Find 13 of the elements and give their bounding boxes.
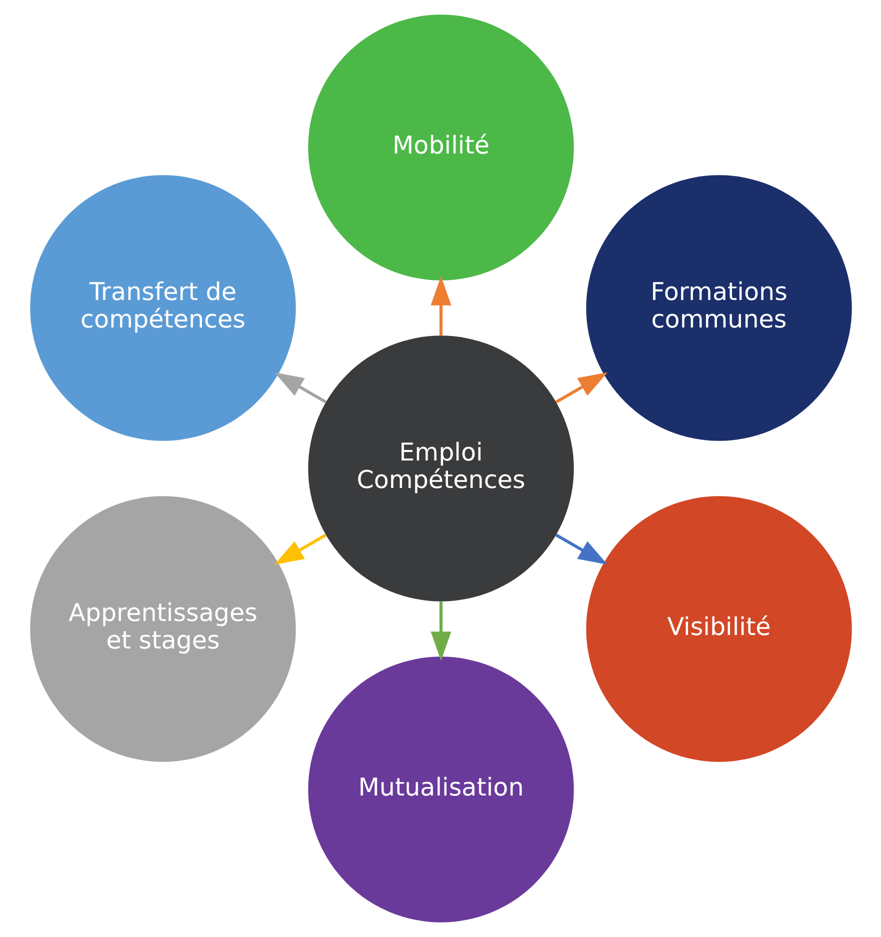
node-circle: Mobilité — [308, 14, 574, 280]
node-circle: Formations communes — [586, 175, 852, 441]
node-circle: Mutualisation — [308, 656, 574, 922]
node-circle: Visibilité — [586, 496, 852, 762]
node-circle: Transfert de compétences — [30, 175, 296, 441]
arrow — [554, 534, 608, 565]
node-circle: Emploi Compétences — [308, 336, 574, 602]
arrow — [430, 601, 451, 661]
arrow — [554, 372, 608, 404]
arrow — [274, 534, 326, 565]
arrow — [430, 276, 451, 336]
arrow — [274, 372, 326, 404]
node-circle: Apprentissages et stages — [30, 496, 296, 762]
